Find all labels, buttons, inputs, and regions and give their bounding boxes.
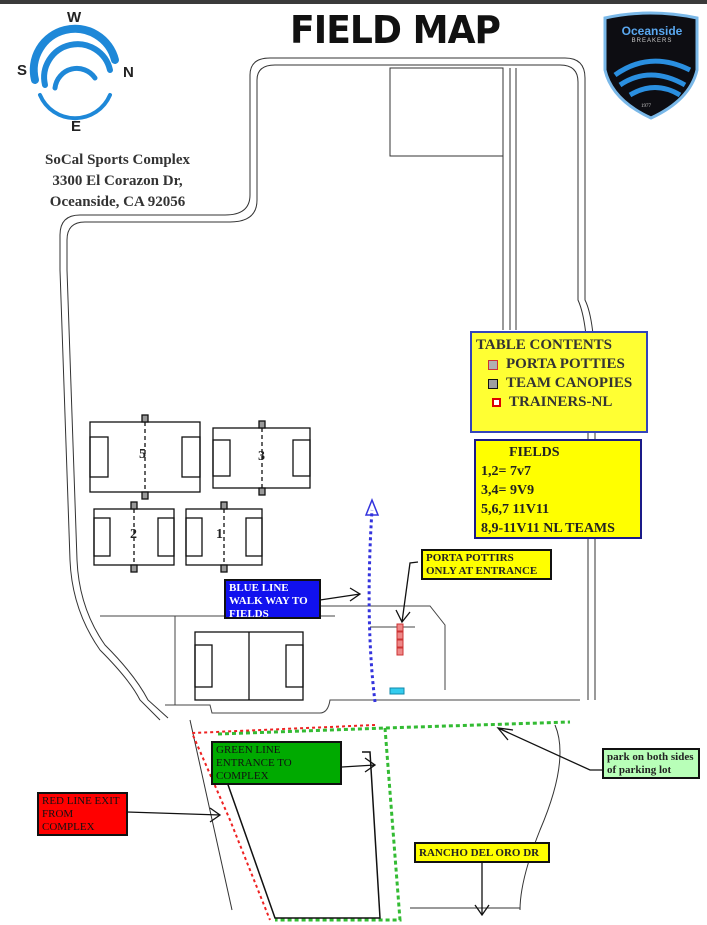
- legend-label: TRAINERS-NL: [509, 394, 613, 410]
- address: SoCal Sports Complex 3300 El Corazon Dr,…: [20, 150, 215, 213]
- entrance-road-line: [213, 744, 381, 919]
- logo-year: 1977: [641, 104, 651, 109]
- legend-label: PORTA POTTIES: [506, 356, 625, 372]
- field-5: [89, 414, 201, 500]
- address-line: SoCal Sports Complex: [44, 152, 190, 168]
- blue-line-callout: BLUE LINE WALK WAY TO FIELDS: [224, 579, 321, 619]
- porta-potties: [396, 623, 404, 656]
- fields-line: 1,2= 7v7: [481, 464, 531, 479]
- logo-sub: BREAKERS: [631, 38, 673, 44]
- legend-title: TABLE CONTENTS: [476, 337, 613, 353]
- address-line: 3300 El Corazon Dr,: [52, 173, 183, 189]
- field-number-3: 3: [258, 449, 265, 464]
- fields-title: FIELDS: [509, 445, 560, 460]
- fields-line: 3,4= 9V9: [481, 483, 535, 498]
- red-line-callout: RED LINE EXIT FROM COMPLEX: [37, 792, 128, 836]
- legend-box: TABLE CONTENTS PORTA POTTIES TEAM CANOPI…: [470, 331, 648, 433]
- canopy-swatch-icon: [488, 378, 498, 389]
- road-label: RANCHO DEL ORO DR: [414, 842, 550, 863]
- main-field: [194, 631, 304, 701]
- compass-south: S: [17, 62, 28, 79]
- perimeter-road: [59, 57, 596, 911]
- building: [389, 67, 504, 157]
- soccer-fields: [89, 414, 311, 701]
- field-3: [212, 420, 311, 496]
- trainer-tent: [389, 687, 405, 695]
- compass-logo: [29, 24, 119, 121]
- green-entrance-line: [217, 720, 571, 922]
- blue-walk-line: [367, 509, 377, 703]
- top-bar: [0, 0, 707, 4]
- field-number-5: 5: [139, 447, 146, 462]
- legend-label: TEAM CANOPIES: [506, 375, 633, 391]
- parking-callout: park on both sides of parking lot: [602, 748, 700, 779]
- porta-potty-swatch-icon: [488, 359, 498, 370]
- field-2: [93, 501, 175, 573]
- green-line-callout: GREEN LINE ENTRANCE TO COMPLEX: [211, 741, 342, 785]
- address-line: Oceanside, CA 92056: [49, 194, 186, 210]
- trainer-swatch-icon: [492, 398, 501, 407]
- page-title: FIELD MAP: [290, 8, 501, 52]
- field-number-2: 2: [130, 527, 137, 542]
- callout-arrows: [126, 561, 604, 917]
- logo-name: Oceanside: [621, 24, 683, 38]
- blue-arrow-head: [364, 497, 380, 516]
- fences: [100, 605, 580, 714]
- porta-potty-callout: PORTA POTTIRS ONLY AT ENTRANCE: [421, 549, 552, 580]
- legend-item-trainers: TRAINERS-NL: [476, 393, 642, 412]
- compass-west: W: [67, 9, 82, 26]
- field-1: [185, 501, 263, 573]
- fields-line: 8,9-11V11 NL TEAMS: [481, 521, 615, 536]
- fields-line: 5,6,7 11V11: [481, 502, 550, 517]
- fields-box: FIELDS 1,2= 7v7 3,4= 9V9 5,6,7 11V11 8,9…: [474, 439, 642, 539]
- legend-item-team-canopies: TEAM CANOPIES: [476, 374, 642, 393]
- compass-north: N: [123, 64, 134, 81]
- legend-item-porta-potties: PORTA POTTIES: [476, 355, 642, 374]
- field-number-1: 1: [216, 527, 223, 542]
- compass-east: E: [71, 118, 82, 135]
- oceanside-breakers-logo: [603, 11, 699, 120]
